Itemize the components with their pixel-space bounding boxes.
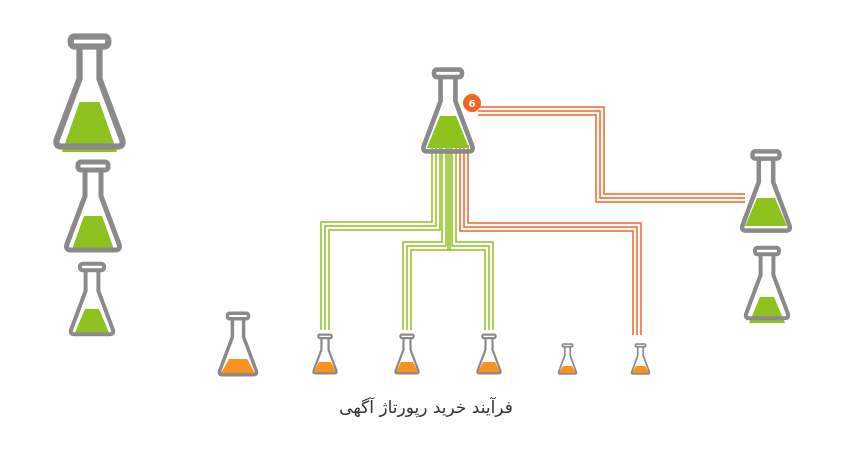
flask-green-small	[68, 261, 116, 337]
flask-right-top	[742, 151, 790, 230]
diagram-caption: فرآیند خرید رپورتاژ آگهی	[339, 398, 513, 418]
flask-orange-small-1	[557, 342, 578, 376]
green-connectors	[320, 145, 494, 330]
flask-orange-2	[394, 333, 420, 375]
flask-orange-3	[476, 333, 502, 375]
flask-hub	[423, 70, 472, 152]
count-badge-label: 6	[469, 99, 476, 110]
flask-orange-1	[312, 333, 338, 375]
orange-connectors	[459, 106, 745, 335]
flask-green-large	[56, 37, 122, 152]
flask-orange-small-2	[630, 342, 651, 376]
count-badge: 6	[463, 94, 481, 112]
flask-orange-large	[217, 311, 259, 377]
flask-green-medium	[67, 162, 120, 252]
flask-right-bottom	[743, 245, 791, 323]
